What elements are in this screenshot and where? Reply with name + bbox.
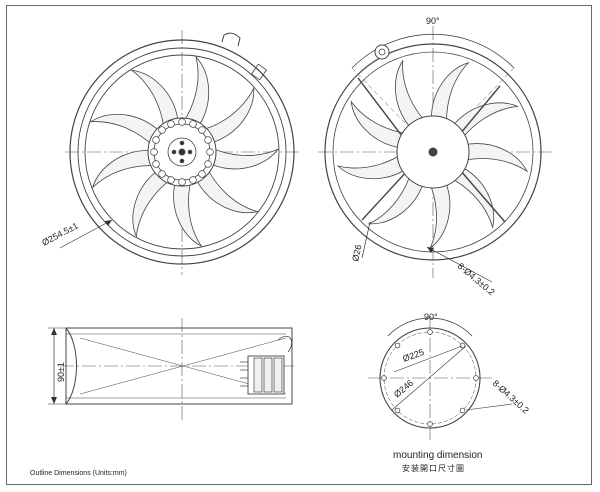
front-diameter-label: Ø254.5±1 — [40, 220, 80, 247]
front-connector — [250, 63, 268, 81]
mounting-title-zh: 安装開口尺寸圖 — [402, 464, 465, 473]
front-diameter-leader — [59, 219, 113, 249]
front-outer-ring — [69, 39, 295, 265]
front-shaft — [178, 148, 186, 156]
mount-outer-diameter-label: Ø246 — [392, 378, 415, 400]
side-height-label: 90±1 — [56, 362, 66, 382]
rear-angle-arc — [351, 33, 515, 69]
rear-shaft — [428, 147, 438, 157]
rear-view — [318, 26, 552, 283]
mount-angle-arc — [387, 317, 473, 337]
mount-holes — [381, 329, 479, 427]
side-view — [48, 318, 295, 420]
rear-holes-label: 8-Ø4.3±0.2 — [456, 261, 497, 298]
rear-hub-diameter-label: Ø26 — [350, 244, 363, 263]
front-hub-bolts — [150, 118, 214, 186]
front-hub-inner — [167, 137, 197, 167]
rear-outer-ring — [324, 43, 542, 261]
rear-connector-top — [374, 44, 390, 60]
mount-outer-diameter-line — [391, 345, 467, 411]
rear-angle-label: 90° — [426, 16, 440, 26]
mount-inner-diameter-line — [393, 345, 463, 373]
front-view — [59, 30, 300, 275]
drawing-border — [6, 5, 592, 485]
mount-angle-label: 90° — [424, 312, 438, 322]
footer-note: Outline Dimensions (Units:mm) — [30, 470, 127, 477]
rear-holes-leader — [426, 246, 493, 283]
mounting-title-en: mounting dimension — [393, 450, 483, 461]
mount-holes-label: 8-Ø4.3±0.2 — [491, 378, 531, 416]
rear-ring-2 — [332, 51, 534, 253]
side-housing — [65, 327, 293, 405]
mounting-view — [368, 316, 513, 440]
mount-outer-circle — [379, 327, 481, 429]
front-junction-box — [221, 32, 241, 47]
front-ring-3 — [84, 54, 280, 250]
rear-hub-diameter-leader — [361, 221, 371, 259]
front-ring-2 — [77, 47, 287, 257]
mount-holes-leader — [465, 403, 513, 411]
